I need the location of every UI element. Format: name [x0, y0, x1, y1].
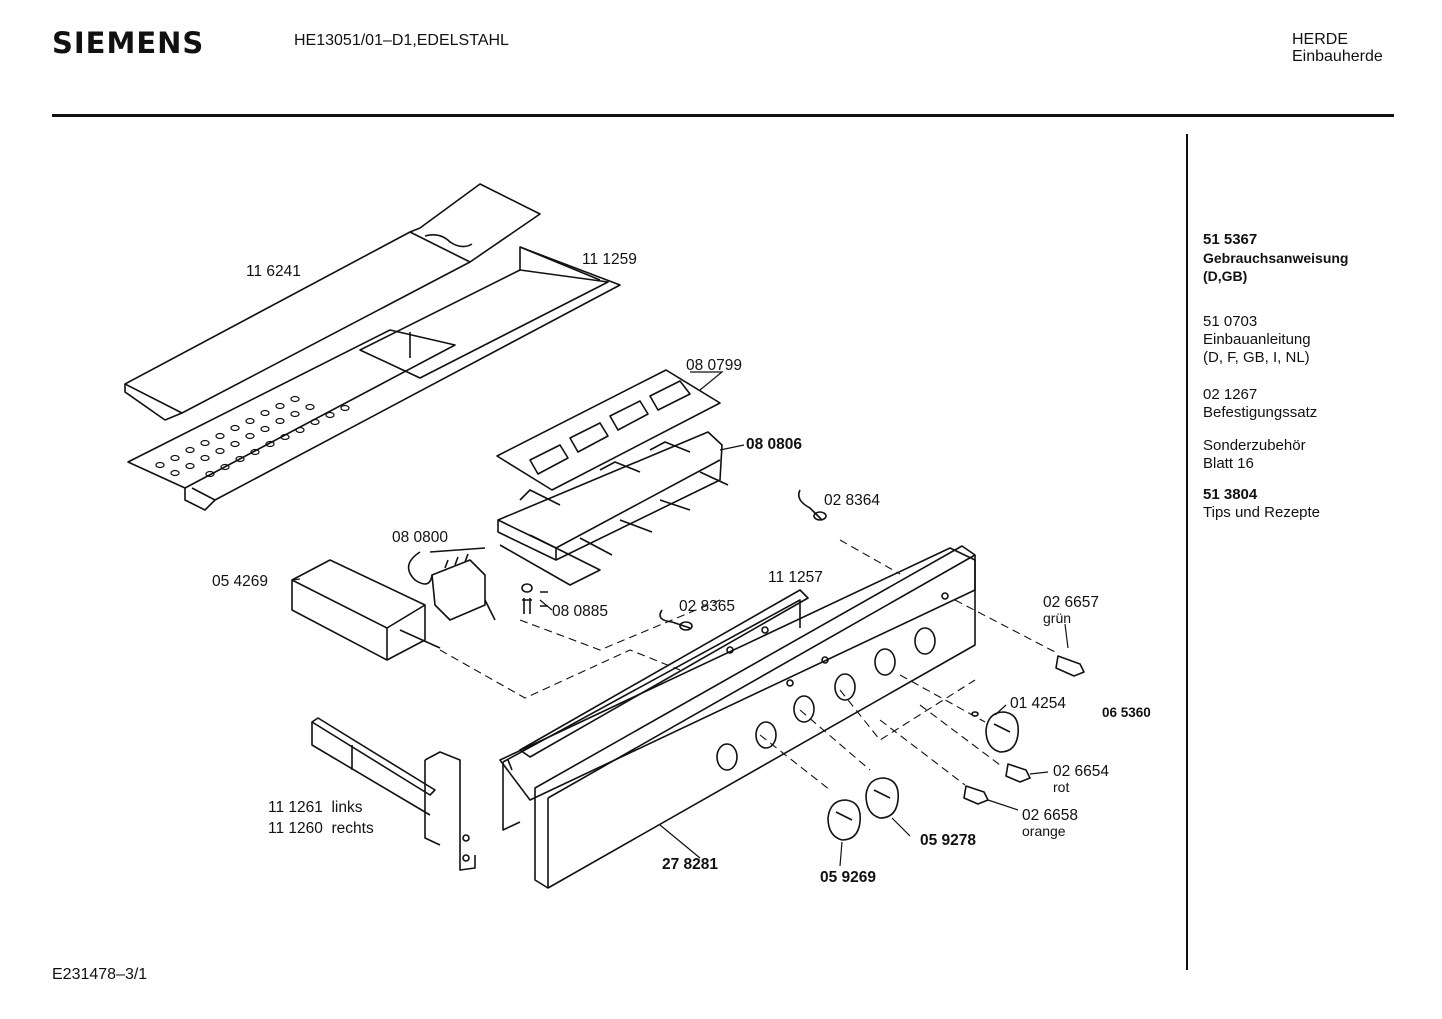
model-number: HE13051/01–D1,EDELSTAHL [294, 32, 509, 49]
category-subtitle: Einbauherde [1292, 48, 1383, 65]
switch-frame [496, 369, 721, 491]
exploded-parts-diagram: 11 6241 11 1259 08 0799 08 0806 02 8364 … [124, 183, 1151, 889]
sidebar-item-text: Einbauanleitung [1203, 331, 1311, 348]
control-trim-strip [502, 589, 809, 831]
lamp-upper [813, 511, 827, 521]
control-panel [534, 545, 976, 889]
label-026658-colour: orange [1022, 823, 1066, 839]
label-026654: 02 6654 [1053, 763, 1109, 780]
knob-065360 [985, 711, 1020, 753]
thermostat [407, 547, 496, 621]
label-059269: 05 9269 [820, 869, 876, 886]
label-028364: 02 8364 [824, 492, 880, 509]
sidebar-item-recipes: 51 3804 Tips und Rezepte [1203, 486, 1320, 522]
label-026657: 02 6657 [1043, 594, 1099, 611]
sidebar-divider [1186, 134, 1188, 970]
label-026654-colour: rot [1053, 779, 1069, 795]
leader-lines [291, 371, 1069, 867]
end-cover [291, 559, 441, 661]
label-014254: 01 4254 [1010, 695, 1066, 712]
assembly-lines [439, 539, 1056, 791]
sidebar-item-number: 51 5367 [1203, 231, 1258, 248]
lamp-wire-upper [797, 489, 823, 521]
label-111257: 11 1257 [768, 569, 823, 586]
label-080800: 08 0800 [392, 529, 448, 546]
label-111260: 11 1260 rechts [268, 820, 374, 837]
label-065360: 06 5360 [1102, 705, 1151, 720]
knob-059269 [827, 799, 862, 841]
label-278281: 27 8281 [662, 856, 718, 873]
label-059278: 05 9278 [920, 832, 976, 849]
label-080806: 08 0806 [746, 436, 802, 453]
label-080799: 08 0799 [686, 357, 742, 374]
sidebar-item-manual: 51 5367 Gebrauchsanweisung (D,GB) [1203, 231, 1348, 285]
sidebar-item-number: 51 0703 [1203, 313, 1258, 330]
label-026657-colour: grün [1043, 610, 1071, 626]
label-111261: 11 1261 links [268, 799, 363, 816]
side-bracket [311, 717, 476, 871]
sidebar-item-text: Befestigungssatz [1203, 404, 1318, 421]
label-116241: 11 6241 [246, 263, 301, 280]
label-026658: 02 6658 [1022, 807, 1078, 824]
lens-026657 [1055, 655, 1085, 677]
sidebar-item-text: Sonderzubehör [1203, 437, 1306, 454]
label-111259: 11 1259 [582, 251, 637, 268]
sidebar-item-text: (D, F, GB, I, NL) [1203, 349, 1310, 366]
base-sheet [499, 534, 601, 586]
sidebar-item-text: (D,GB) [1203, 268, 1248, 284]
lamp-wire-lower [659, 609, 691, 629]
label-028365: 02 8365 [679, 598, 735, 615]
sidebar-item-number: 02 1267 [1203, 386, 1258, 403]
siemens-logo: SIEMENS [52, 26, 205, 60]
perforated-plate [127, 329, 456, 511]
label-080885: 08 0885 [552, 603, 608, 620]
label-054269: 05 4269 [212, 573, 268, 590]
lamp-lower [679, 621, 693, 631]
knob-059278 [865, 777, 900, 819]
sidebar-item-text: Gebrauchsanweisung [1203, 250, 1349, 266]
perforation-holes [155, 395, 350, 478]
trim-strip [191, 246, 621, 501]
category-title: HERDE [1292, 31, 1349, 48]
lens-026658 [963, 785, 989, 805]
lens-026654 [1005, 763, 1031, 783]
sidebar-item-mounting-kit: 02 1267 Befestigungssatz [1203, 386, 1317, 422]
part-labels: 11 6241 11 1259 08 0799 08 0806 02 8364 … [212, 251, 1151, 886]
switch-block [497, 431, 729, 561]
sidebar-item-special-accessories: Sonderzubehör Blatt 16 [1203, 437, 1306, 473]
sidebar-item-install-guide: 51 0703 Einbauanleitung (D, F, GB, I, NL… [1203, 313, 1311, 367]
screws [521, 583, 548, 614]
sidebar-item-number: 51 3804 [1203, 486, 1258, 503]
drawing-code: E231478–3/1 [52, 966, 148, 983]
sidebar-item-text: Blatt 16 [1203, 455, 1254, 472]
header-rule [52, 114, 1394, 117]
sidebar-item-text: Tips und Rezepte [1203, 504, 1321, 521]
top-cover-strip [124, 183, 541, 421]
category: HERDE Einbauherde [1292, 31, 1383, 65]
